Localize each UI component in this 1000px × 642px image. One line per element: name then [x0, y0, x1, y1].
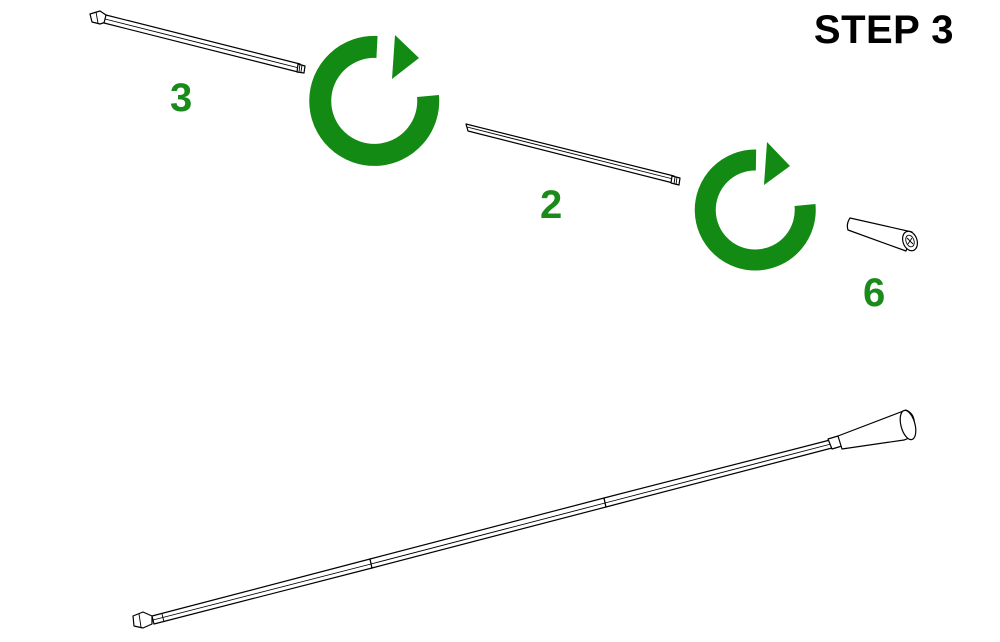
rotate-clockwise-icon	[694, 142, 816, 271]
handle-6	[846, 217, 919, 252]
pole-section-2	[465, 123, 681, 186]
assembled-pole	[132, 409, 917, 629]
part-label-6: 6	[863, 271, 886, 315]
pole-section-3	[89, 10, 306, 74]
part-label-2: 2	[540, 183, 563, 227]
rotate-clockwise-icon	[309, 35, 440, 166]
step-title: STEP 3	[813, 8, 954, 52]
part-label-3: 3	[170, 76, 193, 120]
